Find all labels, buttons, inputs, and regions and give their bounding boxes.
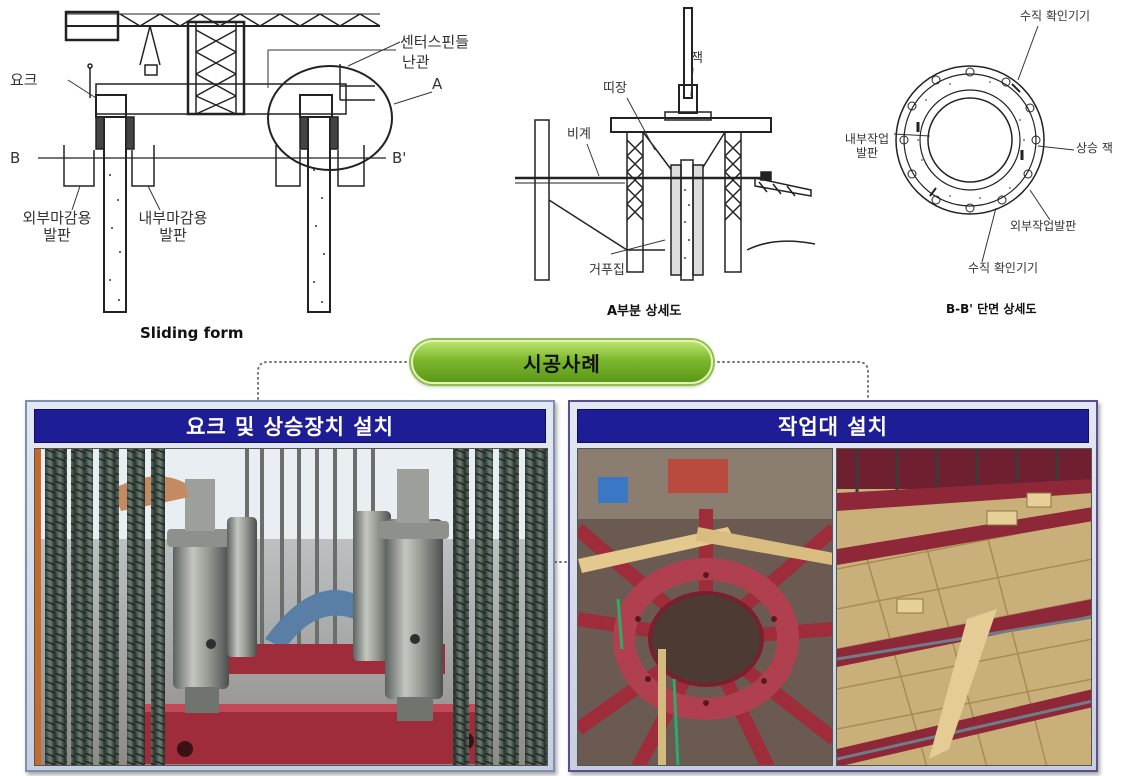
label-yoke: 요크 — [10, 71, 38, 89]
label-outer-work-platform: 외부작업발판 — [1010, 219, 1077, 233]
caption-sliding-form: Sliding form — [140, 324, 244, 342]
label-outer-platform: 외부마감용 발판 — [22, 209, 92, 245]
label-inner-platform: 내부마감용 발판 — [138, 209, 208, 245]
detail-a-diagram: 잭 띠장 비계 거푸집 A부분 상세도 — [515, 0, 835, 330]
label-lifting-jack: 상승 잭 — [1076, 141, 1113, 155]
photo-yoke-jack — [34, 448, 548, 766]
photo-platform-deck-image — [837, 449, 1091, 765]
photo-platform-deck — [836, 448, 1092, 766]
label-belt: 띠장 — [603, 81, 627, 96]
section-bb-diagram: 수직 확인기기 내부작업 발판 상승 잭 외부작업발판 수직 확인기기 B-B'… — [840, 0, 1122, 330]
section-bb-drawing — [893, 25, 1075, 263]
caption-detail-a: A부분 상세도 — [607, 304, 682, 319]
photo-yoke-jack-image — [35, 449, 547, 765]
panel-yoke-jack: 요크 및 상승장치 설치 — [25, 400, 555, 772]
label-detail-a: A — [432, 75, 443, 93]
label-vertical-check-bottom: 수직 확인기기 — [968, 261, 1039, 275]
label-jack: 잭 — [691, 51, 703, 66]
panel-yoke-jack-title: 요크 및 상승장치 설치 — [34, 409, 546, 443]
sliding-form-drawing — [38, 10, 433, 313]
label-formwork: 거푸집 — [589, 263, 625, 278]
photo-platform-ring — [577, 448, 833, 766]
label-center-spindle: 센터스핀들 — [400, 33, 470, 51]
label-scaffold: 비계 — [567, 127, 591, 142]
label-vertical-check-top: 수직 확인기기 — [1020, 9, 1091, 23]
label-inner-work-platform: 내부작업 발판 — [844, 132, 890, 160]
photo-platform-ring-image — [578, 449, 832, 765]
label-b-left: B — [10, 149, 21, 167]
caption-section-bb: B-B' 단면 상세도 — [946, 302, 1037, 316]
label-handrail: 난관 — [402, 53, 430, 71]
panel-work-platform-title: 작업대 설치 — [577, 409, 1089, 443]
label-b-right: B' — [392, 149, 407, 167]
detail-a-drawing — [515, 7, 816, 281]
panel-work-platform: 작업대 설치 — [568, 400, 1098, 772]
case-study-pill: 시공사례 — [411, 340, 713, 384]
sliding-form-diagram: 센터스핀들 난관 A 요크 B B' 외부마감용 발판 내부마감용 발판 Sli… — [0, 0, 520, 345]
